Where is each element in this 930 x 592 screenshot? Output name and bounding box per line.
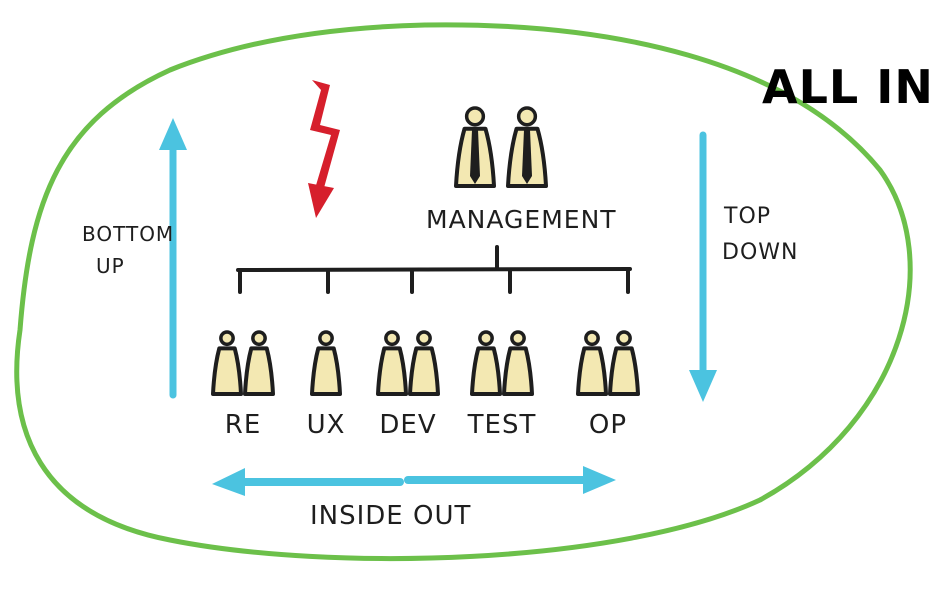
inside-out-arrow — [212, 466, 616, 496]
all-in-title: ALL IN — [762, 60, 930, 114]
team-label-ux: UX — [306, 410, 346, 440]
team-label-op: OP — [588, 410, 628, 440]
team-label-dev: DEV — [379, 410, 437, 440]
team-member-figure — [608, 330, 640, 396]
team-member-figure — [211, 330, 243, 396]
team-member-figure — [576, 330, 608, 396]
bottom-up-label-line-1: BOTTOM — [82, 222, 175, 246]
manager-figure — [506, 106, 548, 188]
team-member-figure — [243, 330, 275, 396]
team-member-figure — [408, 330, 440, 396]
team-label-re: RE — [224, 410, 262, 440]
top-down-label-line-1: TOP — [724, 204, 772, 229]
management-label: MANAGEMENT — [426, 205, 617, 234]
team-member-figure — [310, 330, 342, 396]
top-down-label-line-2: DOWN — [722, 240, 799, 265]
org-chart-bracket — [236, 245, 632, 294]
team-member-figure — [470, 330, 502, 396]
bottom-up-arrow — [159, 118, 187, 399]
all-in-oval — [14, 22, 913, 562]
lightning-bolt-icon — [308, 80, 340, 218]
inside-out-label: INSIDE OUT — [310, 501, 472, 531]
team-member-figure — [376, 330, 408, 396]
manager-figure — [454, 106, 496, 188]
top-down-arrow — [689, 131, 717, 402]
bottom-up-label-line-2: UP — [96, 254, 125, 278]
team-label-test: TEST — [467, 410, 537, 440]
team-member-figure — [502, 330, 534, 396]
